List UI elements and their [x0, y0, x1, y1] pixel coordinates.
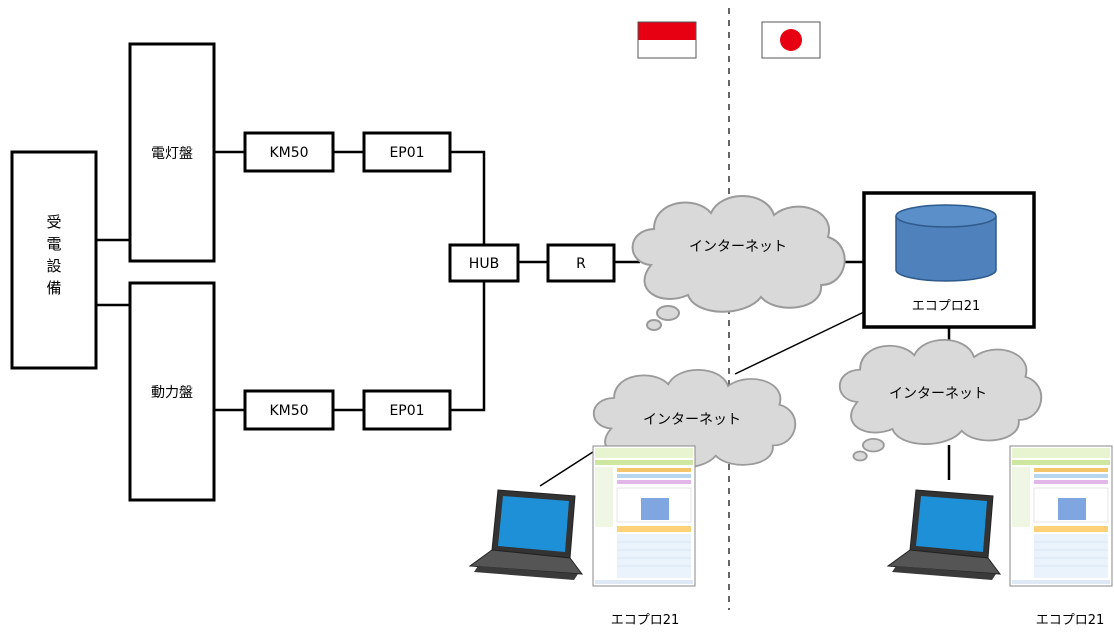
receiving-label: 受 — [46, 213, 61, 231]
japan-flag — [761, 21, 821, 59]
ep01-bottom-box: EP01 — [362, 389, 452, 431]
ep01-top-label: EP01 — [389, 145, 424, 161]
power-panel-box: 動力盤 — [128, 281, 216, 502]
router-label: R — [576, 256, 586, 272]
receiving-box: 受 電 設 備 — [10, 150, 98, 370]
lighting-panel-box: 電灯盤 — [128, 42, 216, 263]
internet-cloud-lower-left: インターネット — [592, 368, 797, 485]
router-box: R — [546, 243, 616, 283]
receiving-label-char: 電 — [46, 235, 61, 253]
connector-lines — [96, 150, 951, 480]
database-icon — [895, 204, 997, 282]
web-app-screenshot-thumbnail — [592, 445, 696, 587]
hub-label: HUB — [469, 256, 499, 272]
ep01-bottom-label: EP01 — [389, 403, 424, 419]
hub-box: HUB — [448, 243, 520, 283]
laptop-icon — [468, 489, 584, 580]
internet-cloud-right-label: インターネット — [889, 386, 987, 402]
web-app-screenshot-thumbnail — [1009, 445, 1113, 587]
ep01-top-box: EP01 — [362, 131, 452, 173]
lighting-panel-label: 電灯盤 — [151, 146, 193, 162]
internet-cloud-center-label: インターネット — [689, 239, 787, 255]
laptop-icon — [886, 489, 1002, 580]
internet-cloud-right: インターネット — [838, 338, 1043, 462]
server-box: エコプロ21 — [862, 191, 1036, 329]
receiving-label-char: 設 — [46, 257, 61, 275]
km50-top-box: KM50 — [243, 131, 335, 173]
receiving-label-char: 備 — [46, 279, 61, 297]
client-right-caption: エコプロ21 — [1036, 613, 1105, 628]
power-panel-label: 動力盤 — [151, 385, 193, 401]
km50-top-label: KM50 — [269, 145, 308, 161]
indonesia-flag — [637, 21, 697, 59]
internet-cloud-lower-left-label: インターネット — [643, 412, 741, 428]
client-left-caption: エコプロ21 — [611, 613, 680, 628]
km50-bottom-label: KM50 — [269, 403, 308, 419]
thin-links — [539, 311, 865, 487]
internet-cloud-center: インターネット — [631, 194, 846, 331]
km50-bottom-box: KM50 — [243, 389, 335, 431]
server-label: エコプロ21 — [912, 299, 981, 314]
